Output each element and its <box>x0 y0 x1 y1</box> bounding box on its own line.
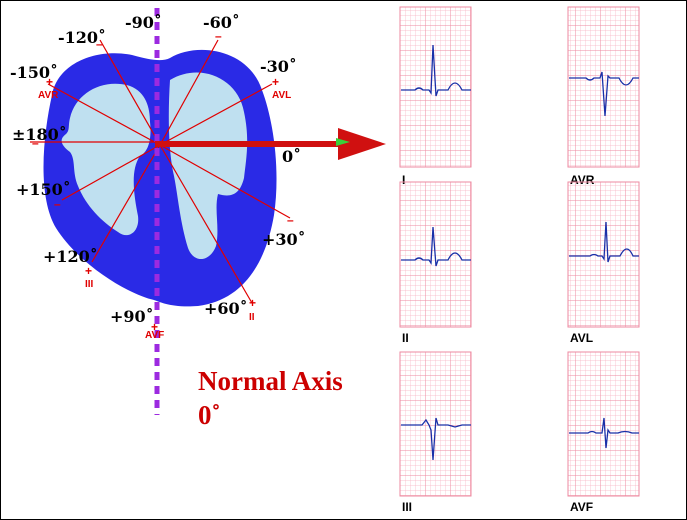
label-plus-90: +90˚ <box>110 306 154 326</box>
ecg-label-ii: II <box>402 331 409 345</box>
title-normal-axis: Normal Axis <box>198 366 343 396</box>
ecg-strip-avf: AVF <box>567 351 640 514</box>
minus-60-pole: – <box>215 29 222 43</box>
label-minus-60: -60˚ <box>203 12 240 32</box>
mean-axis-arrow <box>155 128 386 160</box>
ecg-label-iii: III <box>402 500 412 514</box>
label-minus-120: -120˚ <box>58 27 106 47</box>
avl-plus-pole: + <box>272 75 279 89</box>
label-minus-30: -30˚ <box>260 56 297 76</box>
ecg-strip-iii: III <box>399 351 472 514</box>
label-plus-60: +60˚ <box>204 298 248 318</box>
title-axis-degree: 0˚ <box>198 400 221 430</box>
label-minus-90: -90˚ <box>125 12 162 32</box>
label-avf-lead: AVF <box>145 330 164 341</box>
plus-150-pole-minus: – <box>54 197 61 211</box>
axis-line-minus-120 <box>99 39 161 146</box>
minus-120-pole: – <box>96 37 103 51</box>
label-plus-minus-180: ±180˚ <box>12 124 67 144</box>
label-avl-lead: AVL <box>272 90 291 101</box>
ecg-strip-avl: AVL <box>567 181 640 345</box>
axis-line-lead-avl <box>159 83 273 146</box>
axis-line-minus-60 <box>159 39 219 146</box>
plus-30-pole-minus: – <box>287 213 294 227</box>
label-zero: 0˚ <box>282 146 301 166</box>
avf-plus-pole: + <box>151 320 158 334</box>
ecg-label-avl: AVL <box>570 331 593 345</box>
label-minus-150: -150˚ <box>10 62 58 82</box>
ecg-strip-i: I <box>399 6 472 187</box>
axis-line-lead-avr <box>47 83 161 146</box>
label-avr-lead: AVR <box>38 90 59 101</box>
heart-cross-section <box>43 49 277 307</box>
label-iii-lead: III <box>85 279 94 290</box>
minus-180-pole: – <box>32 136 39 150</box>
ecg-strip-ii: II <box>399 181 472 345</box>
ii-plus-pole: + <box>249 296 256 310</box>
avr-plus-pole: + <box>46 75 53 89</box>
axis-line-plus-150 <box>61 144 161 201</box>
iii-plus-pole: + <box>85 264 92 278</box>
ecg-strip-avr: AVR <box>567 6 640 187</box>
right-ventricle-cavity <box>61 83 151 236</box>
axis-line-lead-ii <box>159 144 253 304</box>
label-ii-lead: II <box>249 312 255 323</box>
label-plus-120: +120˚ <box>43 246 98 266</box>
axis-line-plus-30 <box>159 144 291 219</box>
label-plus-150: +150˚ <box>16 179 71 199</box>
ecg-label-avf: AVF <box>570 500 593 514</box>
ecg-label-i: I <box>402 173 405 187</box>
label-plus-30: +30˚ <box>262 229 306 249</box>
axis-line-lead-iii <box>91 144 161 263</box>
left-ventricle-cavity <box>168 72 248 260</box>
